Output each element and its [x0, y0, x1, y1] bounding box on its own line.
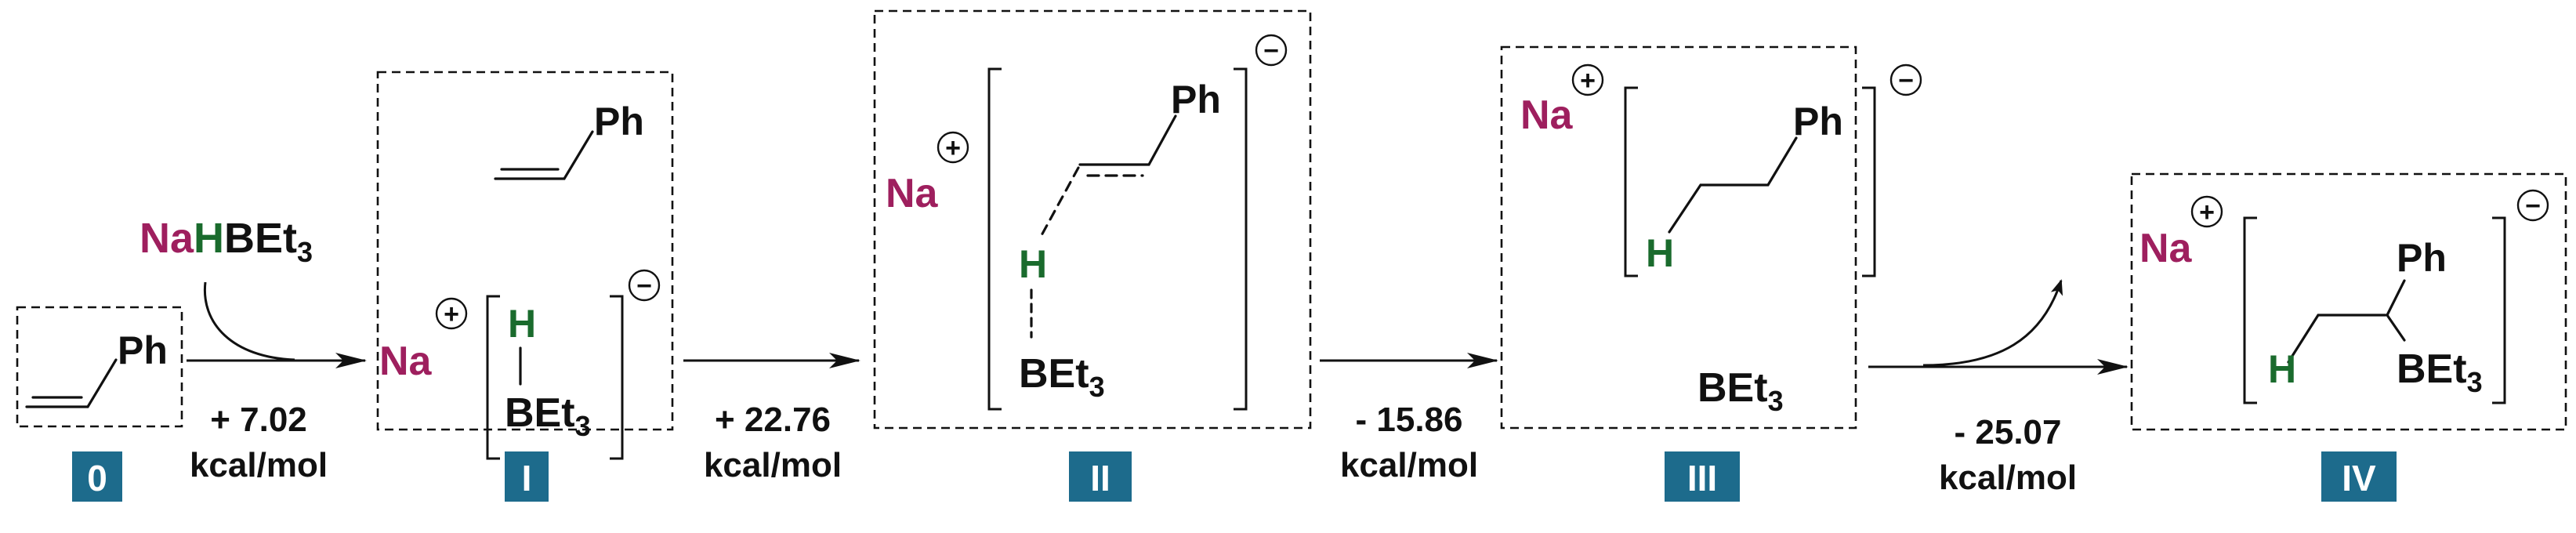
alkyl-chain-bond	[2287, 314, 2387, 364]
minus-charge-icon	[2516, 189, 2549, 222]
energy-value: + 7.02	[210, 401, 307, 439]
minus-charge-icon	[1255, 34, 1288, 67]
hydride-label: H	[2268, 347, 2296, 391]
borane-label: BEt3	[2397, 346, 2483, 398]
borane-label: BEt3	[1697, 365, 1784, 417]
right-bracket	[610, 295, 624, 460]
forming-c-h-bond	[1039, 166, 1080, 238]
label-IV: IV	[2321, 451, 2397, 502]
left-bracket	[486, 295, 500, 460]
label-III-badge	[1665, 451, 1740, 502]
plus-charge-sign: +	[1580, 66, 1596, 96]
right-bracket	[2492, 216, 2506, 404]
plus-charge-icon	[2190, 195, 2223, 228]
label-III-text: III	[1687, 458, 1717, 499]
plus-charge-icon	[1571, 63, 1604, 96]
energy-value: + 22.76	[715, 401, 831, 439]
species-II: Na + − Ph H BEt3	[873, 9, 1312, 430]
phenyl-label: Ph	[1793, 100, 1843, 143]
right-bracket	[1862, 86, 1876, 277]
plus-charge-sign: +	[945, 133, 961, 163]
arrow-I-to-II: + 22.76 kcal/mol	[683, 353, 860, 484]
energy-value: - 15.86	[1356, 401, 1463, 439]
phenyl-label: Ph	[594, 100, 644, 143]
c-ph-bond	[2386, 279, 2406, 317]
left-bracket	[1624, 86, 1638, 277]
species-II-box	[873, 9, 1312, 430]
species-0-box	[16, 306, 183, 428]
substrate-bond	[1078, 114, 1177, 166]
species-III: Na + − H Ph BEt3	[1500, 45, 1922, 430]
phenyl-label: Ph	[2397, 236, 2447, 280]
right-bracket	[1234, 67, 1248, 411]
sodium-label: Na	[1520, 92, 1574, 138]
energy-unit: kcal/mol	[1340, 446, 1478, 484]
label-II: II	[1069, 451, 1132, 502]
minus-charge-sign: −	[636, 271, 652, 301]
label-IV-text: IV	[2342, 458, 2376, 499]
reagent-nahbet3: NaHBEt3	[139, 215, 313, 268]
reagent-formula: NaHBEt3	[139, 215, 313, 268]
species-0: Ph	[16, 306, 183, 428]
styrene-bond	[494, 130, 594, 180]
energy-value: - 25.07	[1955, 413, 2062, 451]
minus-charge-icon	[1889, 63, 1922, 96]
minus-charge-sign: −	[1898, 66, 1914, 96]
phenyl-label: Ph	[1171, 78, 1221, 121]
species-I-box	[376, 71, 674, 431]
label-0: 0	[72, 451, 122, 502]
energy-unit: kcal/mol	[704, 446, 842, 484]
arrow-0-to-I: + 7.02 kcal/mol	[187, 281, 367, 484]
sodium-label: Na	[886, 171, 939, 216]
label-IV-badge	[2321, 451, 2397, 502]
plus-charge-sign: +	[2199, 198, 2215, 227]
label-III: III	[1665, 451, 1740, 502]
species-III-box	[1500, 45, 1857, 430]
energy-unit: kcal/mol	[1939, 459, 2077, 497]
curved-reagent-arrow	[203, 281, 295, 361]
arrow-II-to-III: - 15.86 kcal/mol	[1320, 353, 1498, 484]
hydride-label: H	[1019, 242, 1047, 286]
styrene-bond	[25, 358, 118, 408]
left-bracket	[987, 67, 1002, 411]
c-b-bond	[2386, 314, 2406, 342]
plus-charge-icon	[435, 297, 468, 330]
label-I-text: I	[522, 458, 532, 499]
plus-charge-icon	[937, 131, 969, 164]
label-0-badge	[72, 451, 122, 502]
hydride-label: H	[508, 302, 536, 346]
borane-label: BEt3	[1019, 351, 1105, 403]
left-bracket	[2243, 216, 2257, 404]
label-I: I	[505, 451, 549, 502]
label-II-badge	[1069, 451, 1132, 502]
arrow-III-to-IV: - 25.07 kcal/mol	[1868, 279, 2129, 497]
species-IV: Na + − H Ph BEt3	[2130, 172, 2567, 431]
phenyl-label: Ph	[118, 328, 168, 372]
label-I-badge	[505, 451, 549, 502]
plus-charge-sign: +	[444, 299, 459, 329]
hydride-label: H	[1646, 231, 1674, 275]
borane-label: BEt3	[505, 390, 591, 442]
curved-release-arrow	[1922, 279, 2063, 367]
energy-unit: kcal/mol	[190, 446, 328, 484]
species-IV-box	[2130, 172, 2567, 431]
label-0-text: 0	[87, 458, 107, 499]
minus-charge-icon	[628, 269, 661, 302]
minus-charge-sign: −	[2525, 191, 2541, 221]
sodium-label: Na	[379, 339, 433, 384]
sodium-label: Na	[2139, 226, 2193, 271]
alkyl-chain-bond	[1668, 136, 1798, 234]
minus-charge-sign: −	[1263, 36, 1279, 66]
species-I: Ph Na + − H BEt3	[376, 71, 674, 460]
label-II-text: II	[1090, 458, 1110, 499]
